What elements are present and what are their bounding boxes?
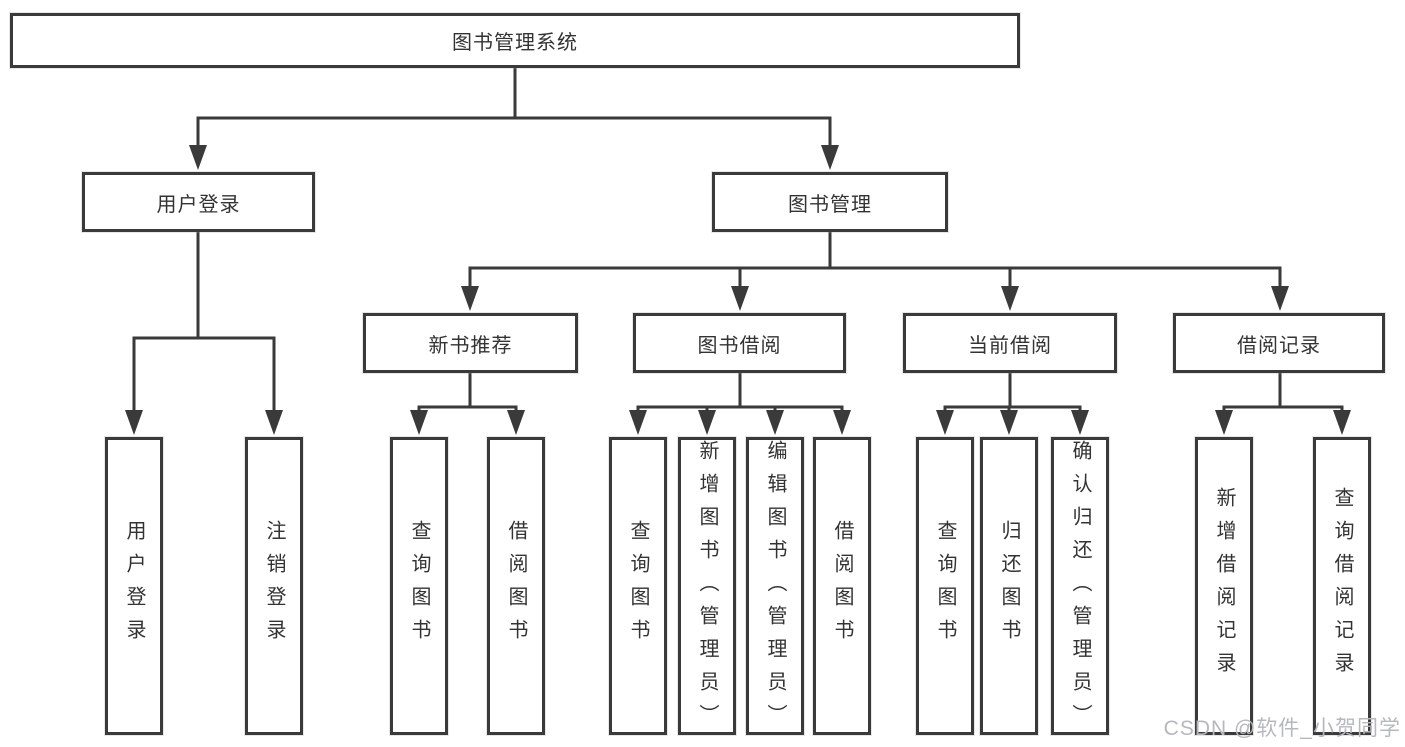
node-label: 图书借阅 — [697, 334, 782, 357]
leaf-confirm-return-admin: 确认归还（管理员） — [1051, 437, 1109, 737]
leaf-logout: 注销登录 — [245, 437, 303, 735]
node-label: 查询图书 — [408, 520, 430, 652]
node-label: 新书推荐 — [428, 334, 513, 357]
leaf-query-books-recommend: 查询图书 — [390, 437, 448, 735]
node-label: 用户登录 — [156, 193, 241, 216]
node-library-management-system: 图书管理系统 — [10, 13, 1020, 68]
node-label: 编辑图书（管理员） — [764, 440, 786, 737]
node-book-borrowing: 图书借阅 — [633, 313, 846, 373]
node-label: 借阅图书 — [831, 520, 853, 652]
node-borrowing-records: 借阅记录 — [1173, 313, 1385, 373]
leaf-borrow-books-recommend: 借阅图书 — [487, 437, 545, 735]
node-new-book-recommendation: 新书推荐 — [363, 313, 578, 373]
leaf-edit-books-admin: 编辑图书（管理员） — [746, 437, 804, 737]
node-label: 确认归还（管理员） — [1069, 440, 1091, 737]
node-label: 查询借阅记录 — [1331, 487, 1353, 685]
node-label: 新增借阅记录 — [1213, 487, 1235, 685]
node-user-login: 用户登录 — [82, 172, 315, 232]
node-label: 图书管理系统 — [452, 32, 578, 54]
leaf-query-books-borrowing: 查询图书 — [609, 437, 667, 735]
node-label: 借阅记录 — [1237, 334, 1321, 357]
node-current-borrowing: 当前借阅 — [903, 313, 1117, 373]
leaf-add-borrow-record: 新增借阅记录 — [1195, 437, 1253, 735]
leaf-add-books-admin: 新增图书（管理员） — [678, 437, 736, 737]
node-label: 图书管理 — [788, 193, 872, 216]
node-label: 新增图书（管理员） — [696, 440, 718, 737]
node-label: 借阅图书 — [505, 520, 527, 652]
arrowhead-icons — [125, 145, 1351, 435]
node-label: 注销登录 — [263, 520, 285, 652]
node-book-management: 图书管理 — [712, 172, 948, 232]
node-label: 归还图书 — [998, 520, 1020, 652]
leaf-query-borrow-record: 查询借阅记录 — [1313, 437, 1371, 735]
node-label: 当前借阅 — [968, 334, 1052, 357]
node-label: 查询图书 — [934, 520, 956, 652]
csdn-watermark: CSDN @软件_小贺同学 — [1163, 717, 1401, 740]
node-label: 查询图书 — [627, 520, 649, 652]
leaf-borrow-books-borrowing: 借阅图书 — [813, 437, 871, 735]
leaf-query-books-current: 查询图书 — [916, 437, 974, 735]
leaf-return-books: 归还图书 — [980, 437, 1038, 735]
node-label: 用户登录 — [123, 520, 145, 652]
leaf-user-login: 用户登录 — [105, 437, 163, 735]
